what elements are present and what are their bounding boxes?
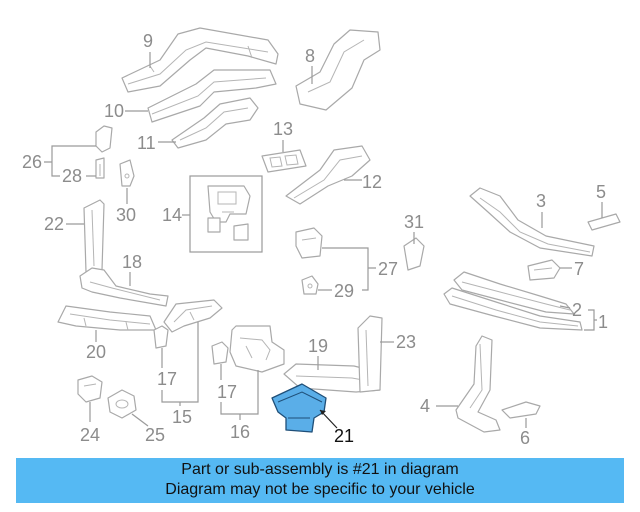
banner-line-2: Diagram may not be specific to your vehi…	[165, 481, 475, 498]
part-15-duct	[163, 299, 223, 333]
callout-29: 29	[334, 281, 354, 301]
callout-11: 11	[137, 133, 156, 153]
callout-17-left: 17	[157, 369, 177, 389]
part-4	[455, 335, 501, 433]
part-6	[501, 401, 541, 419]
callout-23: 23	[396, 332, 416, 352]
part-2	[453, 271, 575, 315]
part-16-duct	[229, 325, 285, 373]
callout-7: 7	[574, 259, 584, 279]
part-26-bracket	[95, 125, 113, 153]
part-9	[121, 27, 279, 93]
part-8	[295, 29, 381, 111]
part-12	[285, 145, 371, 205]
callout-25: 25	[145, 425, 165, 445]
callout-27: 27	[378, 259, 398, 279]
part-14-kit	[189, 175, 263, 253]
callout-14: 14	[162, 205, 182, 225]
part-1-rail	[443, 287, 583, 331]
part-17-clip-left	[153, 325, 169, 349]
part-21-highlighted[interactable]	[271, 383, 327, 433]
callout-22: 22	[44, 214, 64, 234]
callout-15: 15	[172, 407, 192, 427]
callout-31: 31	[404, 212, 424, 232]
part-7	[527, 259, 561, 281]
callout-26: 26	[22, 152, 42, 172]
callout-16: 16	[230, 422, 250, 442]
callout-3: 3	[536, 191, 546, 211]
info-banner: Part or sub-assembly is #21 in diagram D…	[16, 458, 624, 503]
callout-19: 19	[308, 336, 328, 356]
part-10	[147, 69, 277, 123]
part-22	[83, 199, 105, 273]
part-5	[587, 213, 621, 231]
callout-9: 9	[143, 31, 153, 51]
callout-13: 13	[273, 119, 293, 139]
callout-5: 5	[596, 182, 606, 202]
callout-28: 28	[62, 166, 82, 186]
part-11	[171, 97, 259, 149]
callout-1: 1	[598, 312, 608, 332]
part-13	[261, 149, 307, 173]
part-17-clip-right	[211, 341, 229, 365]
callout-6: 6	[520, 428, 530, 448]
part-18	[79, 267, 169, 307]
parts-diagram: 9 10 11 8 13 12 26 28	[22, 27, 621, 448]
callout-30: 30	[116, 205, 136, 225]
callout-17-right: 17	[217, 382, 237, 402]
callout-8: 8	[305, 46, 315, 66]
part-27	[295, 227, 323, 259]
part-30	[119, 159, 135, 187]
part-20	[57, 305, 157, 331]
part-23	[357, 315, 383, 393]
part-3	[469, 187, 595, 257]
callout-24: 24	[80, 425, 100, 445]
part-24	[77, 375, 103, 403]
part-28-clip	[95, 157, 105, 179]
part-29	[301, 275, 319, 295]
callout-18: 18	[122, 252, 142, 272]
callout-12: 12	[362, 172, 382, 192]
callout-10: 10	[104, 101, 124, 121]
banner-line-1: Part or sub-assembly is #21 in diagram	[181, 461, 459, 478]
part-25	[107, 389, 137, 419]
callout-21: 21	[334, 426, 354, 446]
callout-2: 2	[572, 300, 582, 320]
callout-4: 4	[420, 396, 430, 416]
callout-20: 20	[86, 342, 106, 362]
